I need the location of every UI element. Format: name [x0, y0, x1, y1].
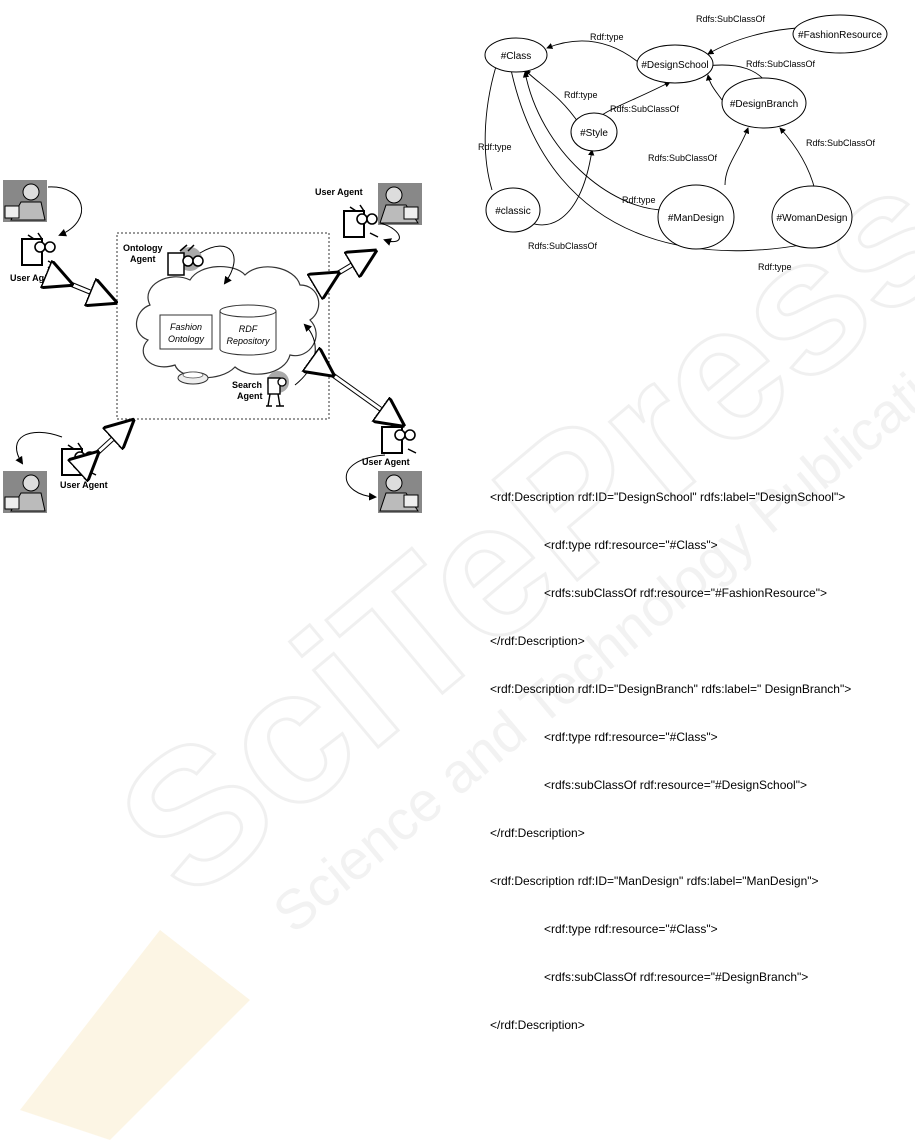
node-label-mandesign: #ManDesign [668, 213, 724, 224]
edge-label-subclassof-1: Rdfs:SubClassOf [696, 14, 766, 24]
ontology-agent-label-1: Ontology [123, 243, 163, 253]
edge-label-type-3: Rdf:type [478, 142, 512, 152]
fashion-ontology-label-1: Fashion [170, 322, 202, 332]
node-class [484, 37, 548, 73]
edge-designschool-type-class [546, 40, 639, 63]
code-line: </rdf:Description> [490, 826, 585, 840]
fashion-ontology-label-2: Ontology [168, 334, 205, 344]
user-agent-bl-link [95, 423, 130, 455]
fashion-ontology-box [159, 314, 213, 350]
edge-style-type-class [524, 69, 581, 126]
ontology-agent-icon [167, 244, 204, 276]
node-label-class: #Class [501, 51, 532, 62]
user-agent-tr-link [335, 253, 372, 275]
person-icon-top-right [378, 183, 422, 225]
edge-label-subclassof-3: Rdfs:SubClassOf [610, 104, 680, 114]
edge-womandesign-subclass-designbranch [779, 127, 816, 191]
user-agent-tl-link [68, 283, 112, 301]
user-agent-tr-loop-arrow [379, 222, 400, 246]
search-agent-label-1: Search [232, 380, 262, 390]
edge-womandesign-type-class [508, 64, 846, 252]
node-label-classic: #classic [495, 206, 531, 217]
watermark-logo-shape [20, 930, 250, 1140]
code-line: <rdfs:subClassOf rdf:resource="#FashionR… [544, 586, 827, 600]
edge-label-type-1: Rdf:type [590, 32, 624, 42]
edge-label-subclassof-2: Rdfs:SubClassOf [746, 59, 816, 69]
edge-label-subclassof-5: Rdfs:SubClassOf [648, 153, 718, 163]
user-agent-tr-label: User Agent [315, 187, 363, 197]
storage-disk-icon [177, 371, 209, 385]
edge-fashionresource-subclass-designschool [707, 27, 798, 55]
edge-label-type-4: Rdf:type [622, 195, 656, 205]
edge-label-subclassof-4: Rdfs:SubClassOf [806, 138, 876, 148]
agent-architecture-figure: Fashion Ontology RDF Repository Ontology… [3, 180, 422, 513]
edge-label-subclassof-6: Rdfs:SubClassOf [528, 241, 598, 251]
node-style [570, 112, 618, 152]
user-agent-br-icon [381, 420, 417, 454]
user-agent-tl-label: User Agent [10, 273, 58, 283]
user-agent-br-label: User Agent [362, 457, 410, 467]
user-agent-tr-icon [343, 204, 379, 238]
person-icon-top-left [3, 180, 47, 222]
node-mandesign [657, 184, 735, 250]
code-line: </rdf:Description> [490, 634, 585, 648]
node-designschool [636, 44, 714, 84]
code-line: <rdf:type rdf:resource="#Class"> [544, 538, 718, 552]
code-line: <rdf:Description rdf:ID="DesignBranch" r… [490, 682, 852, 696]
node-label-style: #Style [580, 128, 608, 139]
system-boundary [116, 232, 330, 420]
user-agent-bl-label: User Agent [60, 480, 108, 490]
edge-label-type-5: Rdf:type [758, 262, 792, 272]
search-agent-icon [266, 371, 289, 407]
code-line: <rdf:type rdf:resource="#Class"> [544, 730, 718, 744]
user-agent-tl-loop-arrow [47, 186, 83, 237]
edge-designbranch-subclass-designschool [705, 74, 723, 101]
search-agent-label-2: Agent [237, 391, 263, 401]
edge-label-type-2: Rdf:type [564, 90, 598, 100]
edge-mandesign-subclass-designbranch [724, 127, 750, 186]
rdf-repository-label-2: Repository [226, 336, 270, 346]
node-classic [485, 187, 541, 233]
code-line: <rdfs:subClassOf rdf:resource="#DesignBr… [544, 970, 809, 984]
user-agent-bl-loop-arrow [15, 431, 63, 465]
node-label-designschool: #DesignSchool [641, 60, 708, 71]
rdf-code-listing: <rdf:Description rdf:ID="DesignSchool" r… [490, 457, 905, 1049]
code-line: </rdf:Description> [490, 1018, 585, 1032]
ontology-agent-label-2: Agent [130, 254, 156, 264]
node-womandesign [771, 185, 853, 249]
code-line: <rdfs:subClassOf rdf:resource="#DesignSc… [544, 778, 807, 792]
person-icon-bottom-left [3, 471, 47, 513]
code-line: <rdf:Description rdf:ID="ManDesign" rdfs… [490, 874, 819, 888]
code-line: <rdf:type rdf:resource="#Class"> [544, 922, 718, 936]
node-designbranch [721, 77, 807, 129]
node-label-fashionresource: #FashionResource [798, 30, 882, 41]
user-agent-tl-icon [21, 232, 57, 272]
rdf-repository-cylinder [219, 304, 277, 356]
user-agent-bl-icon [61, 442, 97, 476]
node-label-womandesign: #WomanDesign [777, 213, 848, 224]
user-agent-br-loop-arrow [345, 454, 386, 501]
rdf-class-graph-figure: #Class #DesignSchool #FashionResource #D… [478, 14, 888, 272]
rdf-repository-label-1: RDF [239, 324, 258, 334]
edge-mandesign-type-class [522, 71, 666, 211]
user-agent-br-link [330, 373, 400, 423]
node-label-designbranch: #DesignBranch [730, 99, 798, 110]
code-line: <rdf:Description rdf:ID="DesignSchool" r… [490, 490, 846, 504]
edge-classic-type-class [484, 59, 500, 191]
ontology-agent-self-arrow [199, 245, 235, 285]
person-icon-bottom-right [378, 471, 422, 513]
node-fashionresource [792, 14, 888, 54]
